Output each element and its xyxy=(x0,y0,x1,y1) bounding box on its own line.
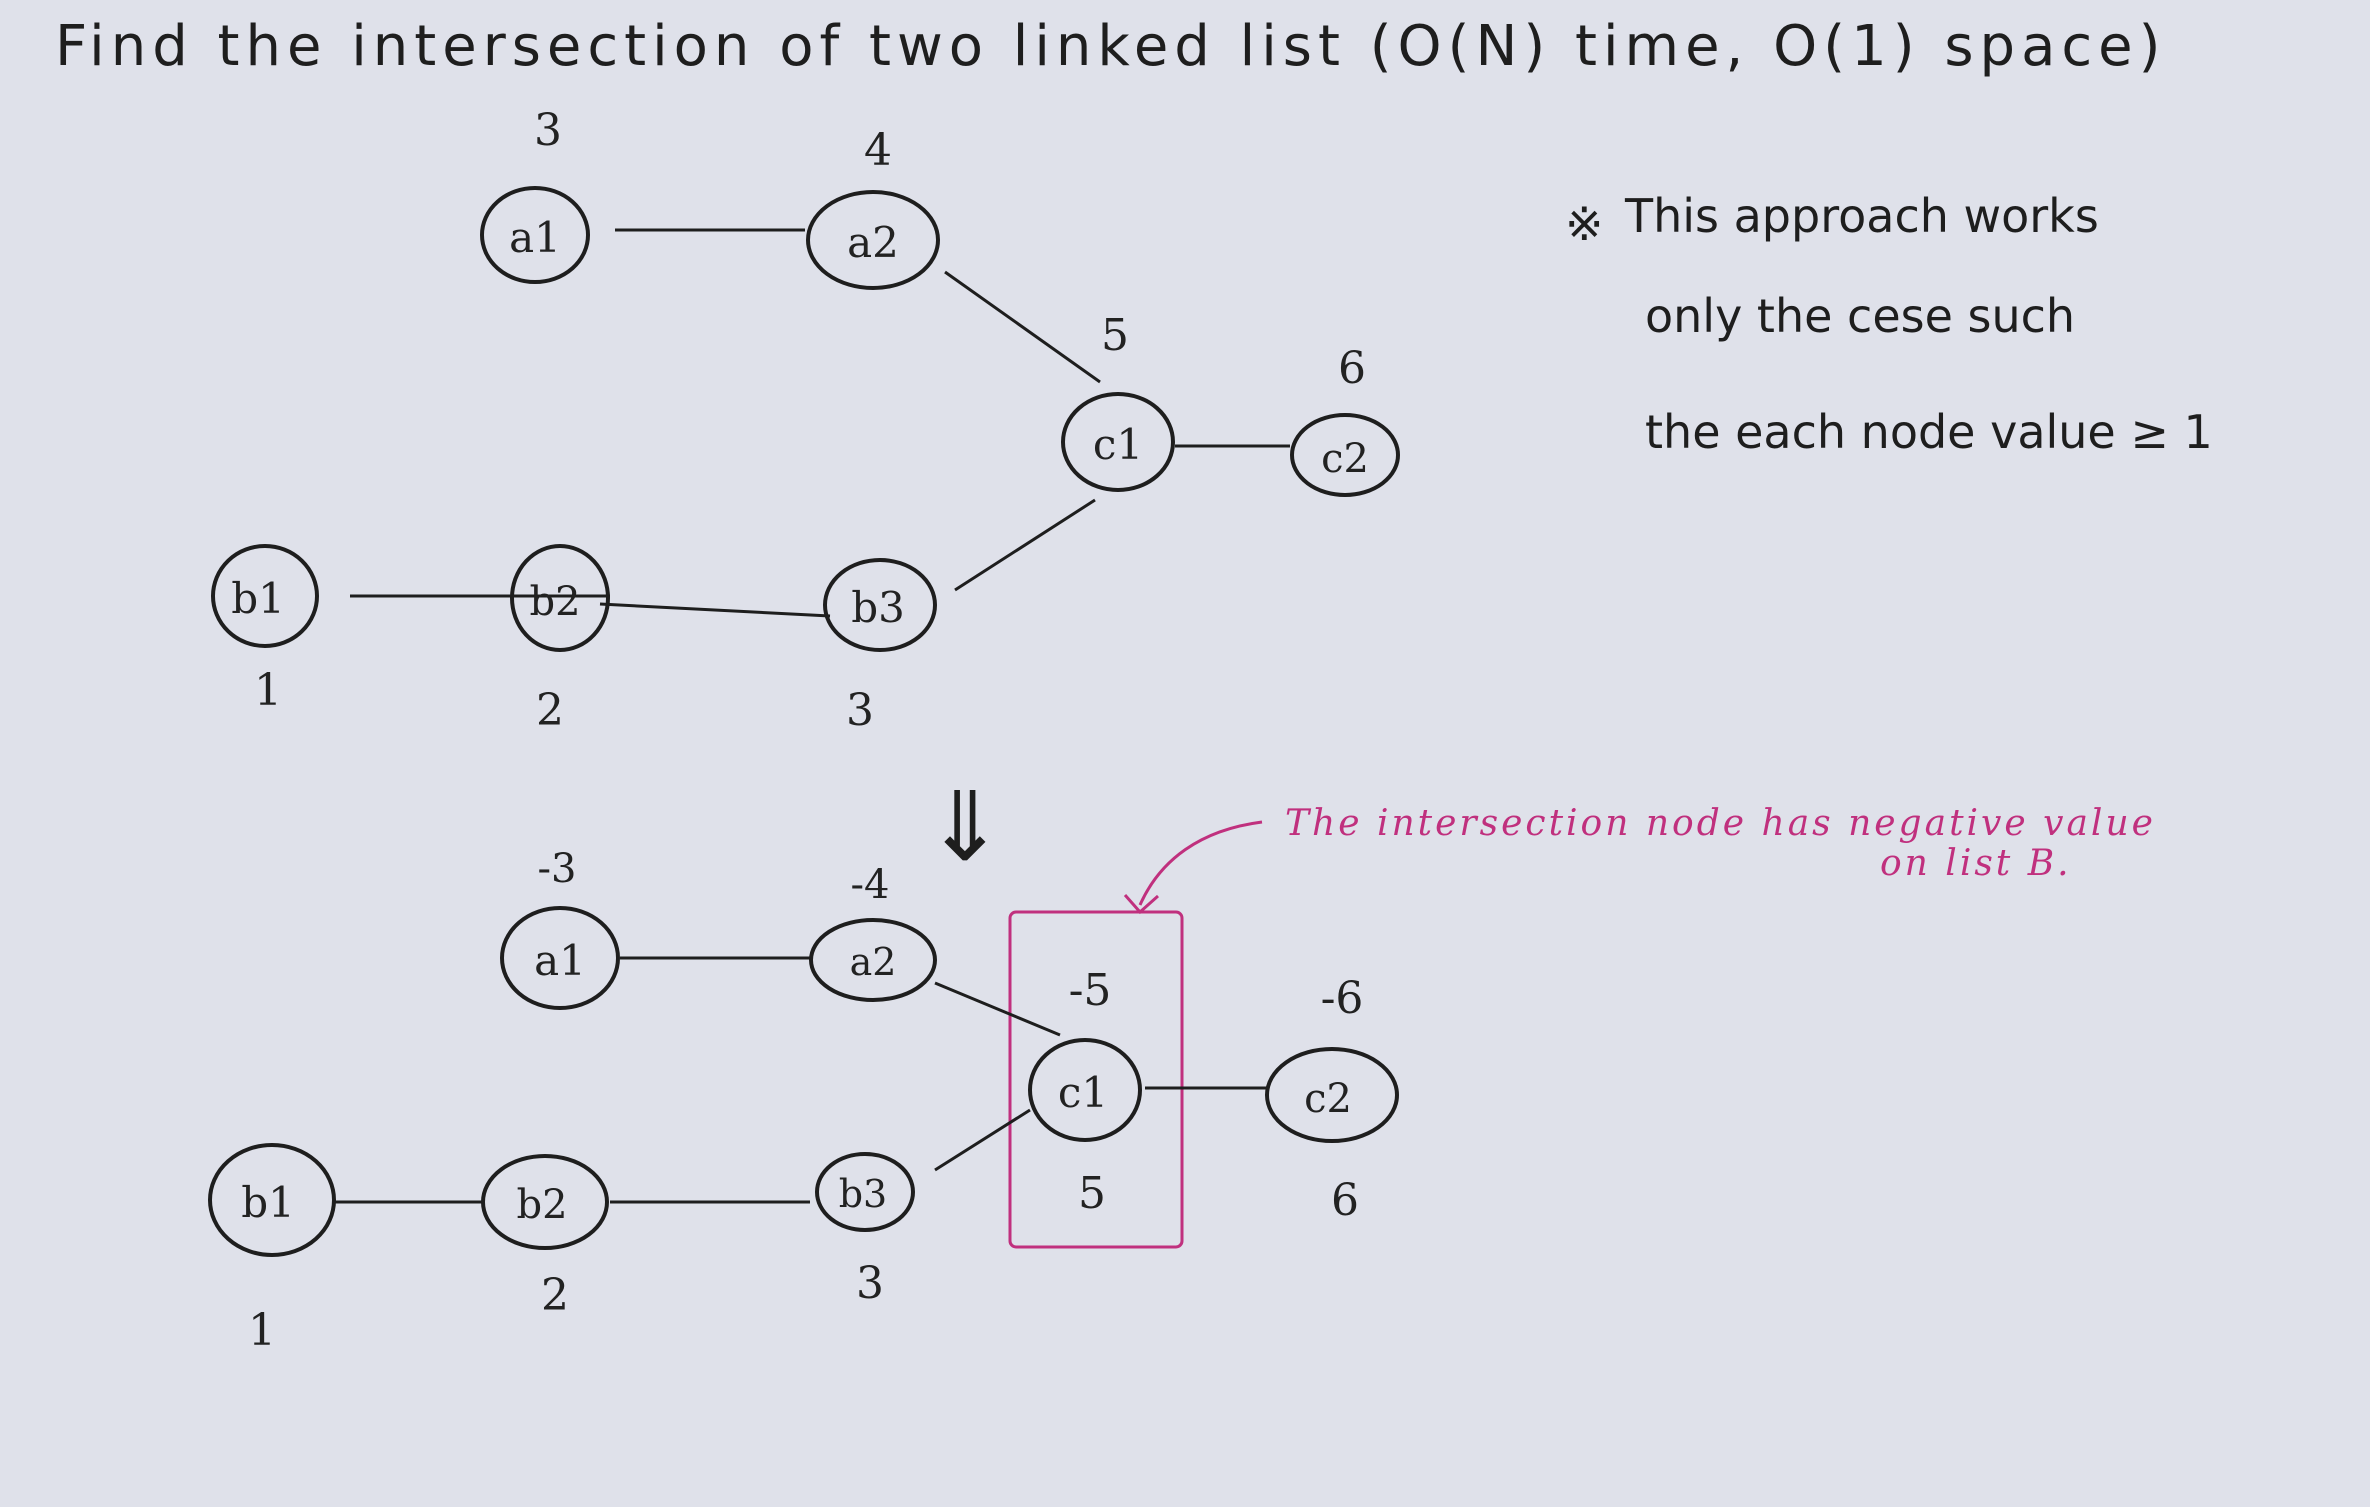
node-c1-b-value-a: -5 xyxy=(1069,965,1112,1016)
node-a1-b: a1 -3 xyxy=(500,846,620,1010)
annotation-arrow xyxy=(1138,820,1263,906)
node-b3-b-label: b3 xyxy=(839,1172,888,1216)
node-a2-b: a2 -4 xyxy=(809,862,937,1002)
node-c1-value: 5 xyxy=(1101,310,1129,361)
node-c1-b: c1 -5 5 xyxy=(1028,965,1142,1219)
node-c1-b-label: c1 xyxy=(1058,1068,1108,1117)
node-c2-b-value-a: -6 xyxy=(1321,973,1364,1024)
node-c2-label: c2 xyxy=(1321,436,1369,482)
node-b3-label: b3 xyxy=(851,583,905,632)
node-c2: c2 6 xyxy=(1290,343,1400,497)
node-b3-value: 3 xyxy=(846,685,874,736)
edge-b3-c1 xyxy=(954,498,1096,592)
note-line-1: This approach works xyxy=(1624,189,2099,243)
node-b3-b: b3 3 xyxy=(815,1152,915,1309)
note-line-3: the each node value ≥ 1 xyxy=(1645,405,2213,459)
intersection-highlight-box xyxy=(1008,910,1184,1249)
node-a1-b-label: a1 xyxy=(534,936,586,985)
node-a1-value: 3 xyxy=(534,105,562,156)
annotation-line-2: on list B. xyxy=(1880,843,2072,884)
top-diagram: a1 3 a2 4 c1 5 c2 6 b1 1 b2 2 xyxy=(211,105,1400,736)
node-a2-value: 4 xyxy=(864,125,892,176)
node-b2-b: b2 2 xyxy=(481,1154,609,1321)
edge-a2-c1 xyxy=(944,270,1101,384)
node-b1-b: b1 1 xyxy=(208,1143,336,1356)
edge-b2-b3 xyxy=(599,602,831,618)
constraint-note: ※ This approach works only the cese such… xyxy=(1565,189,2213,459)
node-b1: b1 1 xyxy=(211,544,319,716)
transform-arrow-icon: ⇓ xyxy=(925,771,1005,883)
node-b1-b-label: b1 xyxy=(241,1178,295,1227)
node-b3: b3 3 xyxy=(823,558,937,736)
node-a2-b-label: a2 xyxy=(850,940,897,984)
node-a2-b-value: -4 xyxy=(851,862,890,908)
node-c1: c1 5 xyxy=(1061,310,1175,492)
edge-a2-c1-b xyxy=(934,981,1061,1037)
node-c2-value: 6 xyxy=(1338,343,1366,394)
node-a2-label: a2 xyxy=(847,218,899,267)
node-c2-b-label: c2 xyxy=(1304,1076,1352,1122)
annotation-line-1: The intersection node has negative value xyxy=(1285,803,2156,844)
note-line-2: only the cese such xyxy=(1645,289,2075,343)
node-c2-b: c2 -6 6 xyxy=(1265,973,1399,1226)
note-mark-icon: ※ xyxy=(1565,197,1604,251)
intersection-annotation: The intersection node has negative value… xyxy=(1008,803,2156,1249)
node-b2-b-label: b2 xyxy=(516,1182,567,1228)
page-title: Find the intersection of two linked list… xyxy=(55,14,2166,79)
node-c1-b-value-b: 5 xyxy=(1078,1168,1106,1219)
node-c2-b-value-b: 6 xyxy=(1331,1175,1359,1226)
node-a1-b-value: -3 xyxy=(538,846,577,892)
node-c1-label: c1 xyxy=(1093,420,1143,469)
node-a1-label: a1 xyxy=(509,213,561,262)
node-b1-label: b1 xyxy=(231,574,285,623)
node-b1-value: 1 xyxy=(254,665,282,716)
node-a2: a2 4 xyxy=(806,125,940,290)
node-b2-b-value: 2 xyxy=(541,1270,569,1321)
node-b2-label: b2 xyxy=(529,579,580,625)
node-a1: a1 3 xyxy=(480,105,590,284)
node-b3-b-value: 3 xyxy=(856,1258,884,1309)
bottom-diagram: a1 -3 a2 -4 c1 -5 5 c2 -6 6 b1 1 b2 2 xyxy=(208,846,1399,1356)
node-b2-value: 2 xyxy=(536,685,564,736)
node-b1-b-value: 1 xyxy=(248,1305,276,1356)
node-b2: b2 2 xyxy=(510,544,610,736)
edge-b3-c1-b xyxy=(934,1108,1031,1172)
